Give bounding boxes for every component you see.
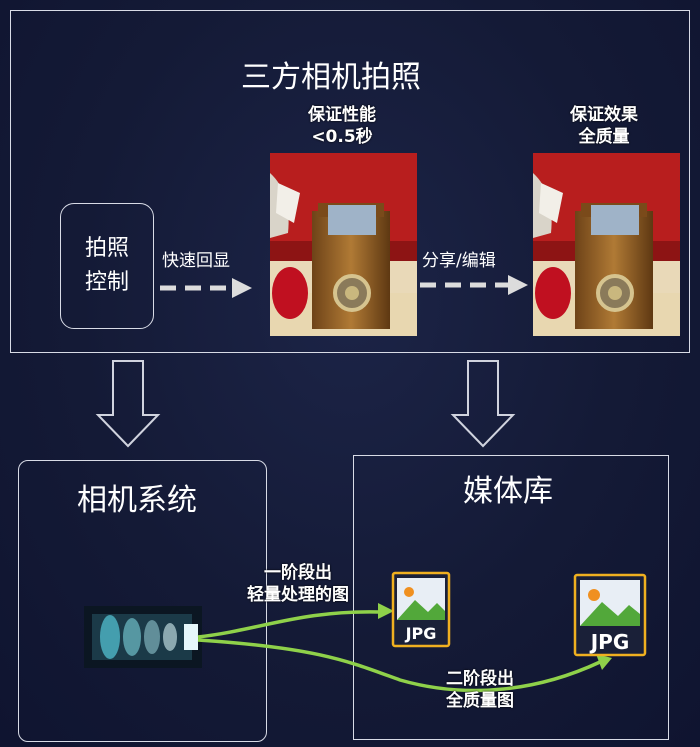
jpg-label-light: JPG xyxy=(405,624,437,643)
stage-one-line-1: 一阶段出 xyxy=(264,563,332,583)
camera-lens-icon xyxy=(84,606,202,668)
stage-one-label: 一阶段出 轻量处理的图 xyxy=(233,562,363,606)
camera-system-panel xyxy=(18,460,267,742)
perf-label-line-2: <0.5秒 xyxy=(311,127,373,147)
capture-control-line-2: 控制 xyxy=(84,270,129,295)
capture-control-line-1: 拍照 xyxy=(84,236,129,261)
camera-system-title: 相机系统 xyxy=(77,483,197,518)
final-photo xyxy=(533,153,680,336)
quality-label-line-1: 保证效果 xyxy=(570,105,638,125)
top-panel xyxy=(10,10,690,353)
quick-review-arrow xyxy=(160,278,252,298)
stage-one-flow xyxy=(197,603,394,639)
stage-two-flow xyxy=(197,638,612,693)
quality-label-line-2: 全质量 xyxy=(578,127,630,147)
down-arrow-right xyxy=(450,360,516,448)
capture-control-box: 拍照 控制 xyxy=(60,203,154,329)
down-arrow-left xyxy=(95,360,161,448)
share-edit-arrow xyxy=(420,275,528,295)
share-edit-label: 分享/编辑 xyxy=(422,251,496,271)
quick-review-label: 快速回显 xyxy=(162,251,230,271)
jpg-label-full: JPG xyxy=(590,630,630,654)
jpg-file-icon-light xyxy=(391,571,451,648)
top-panel-title: 三方相机拍照 xyxy=(241,60,421,95)
stage-one-line-2: 轻量处理的图 xyxy=(247,585,349,605)
stage-two-line-2: 全质量图 xyxy=(446,691,514,711)
perf-label: 保证性能 <0.5秒 xyxy=(287,104,397,148)
media-library-panel xyxy=(353,455,669,740)
quality-label: 保证效果 全质量 xyxy=(549,104,659,148)
perf-label-line-1: 保证性能 xyxy=(308,105,376,125)
stage-two-line-1: 二阶段出 xyxy=(446,669,514,689)
jpg-file-icon-full xyxy=(573,573,647,657)
media-library-title: 媒体库 xyxy=(463,474,553,509)
preview-photo xyxy=(270,153,417,336)
stage-two-label: 二阶段出 全质量图 xyxy=(425,668,535,712)
